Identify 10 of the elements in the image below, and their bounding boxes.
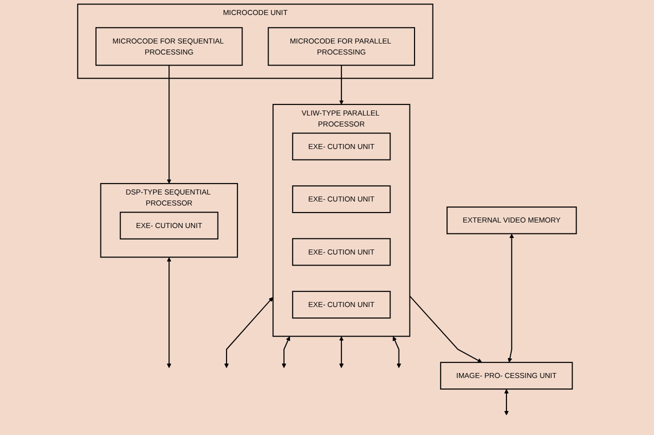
arrow — [508, 234, 514, 363]
arrow — [166, 65, 172, 184]
arrow — [409, 296, 482, 363]
arrow — [339, 65, 344, 105]
arrow — [166, 257, 172, 368]
arrow — [504, 389, 509, 416]
arrow — [339, 336, 344, 368]
arrow — [392, 336, 402, 368]
arrow — [282, 336, 290, 368]
arrow — [224, 297, 274, 368]
